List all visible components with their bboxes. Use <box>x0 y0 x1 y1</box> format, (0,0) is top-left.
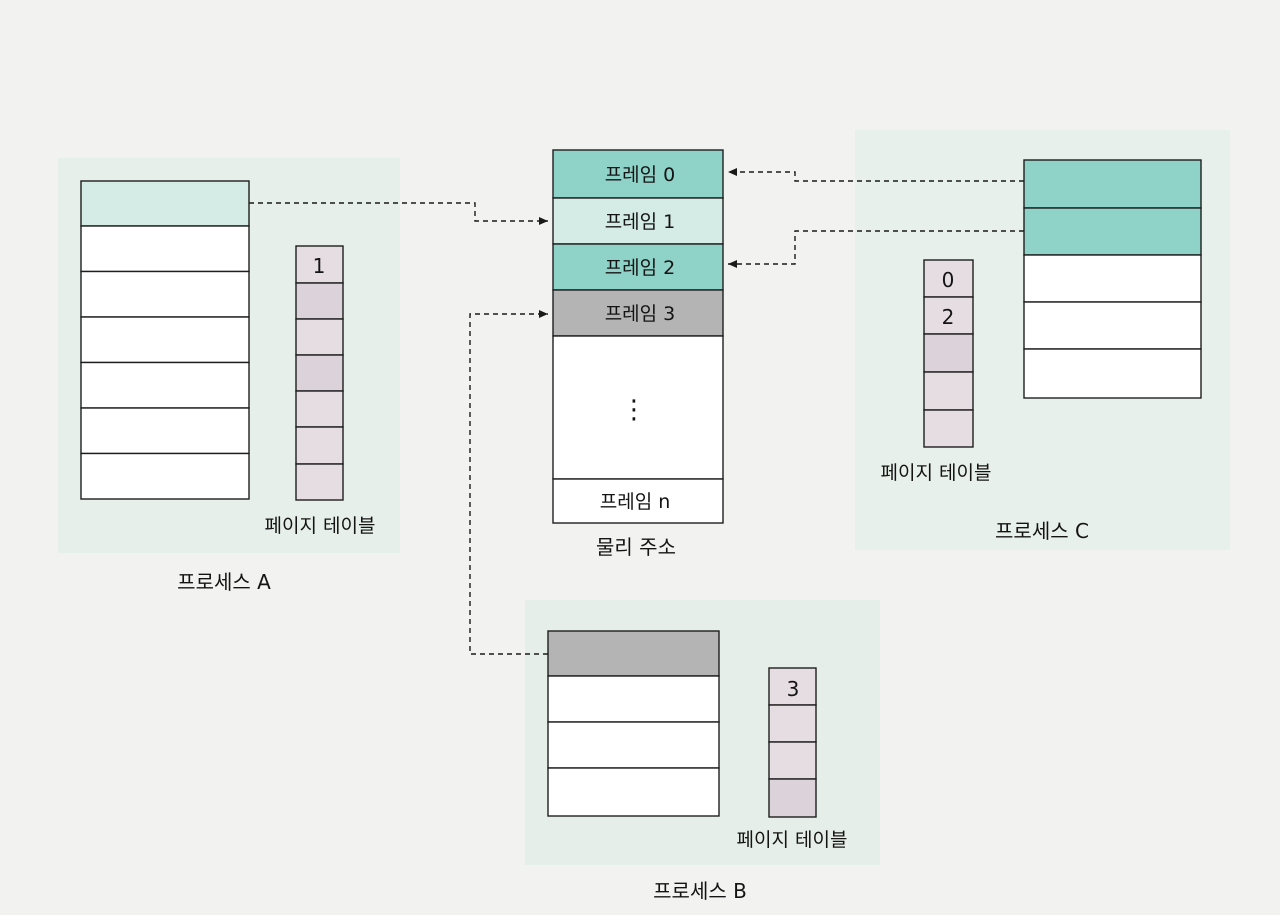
process-a-table-label: 페이지 테이블 <box>265 515 376 537</box>
process-b-page-2 <box>547 721 720 769</box>
process-c-page-2 <box>1023 254 1202 303</box>
frame-label-n: 프레임 n <box>600 491 671 513</box>
process-c-table-row-4 <box>923 409 974 448</box>
process-b-label: 프로세스 B <box>653 879 747 903</box>
arrow-b-to-frame-3 <box>469 310 548 655</box>
process-a-label: 프로세스 A <box>177 570 271 594</box>
process-c-label: 프로세스 C <box>995 519 1089 543</box>
frame-ellipsis: ⋮ <box>621 395 647 425</box>
process-a-table-row-0 <box>295 245 344 284</box>
process-b-table-row-2 <box>768 741 817 780</box>
arrow-a-to-frame-1 <box>249 202 548 225</box>
process-c-table-row-1 <box>923 296 974 335</box>
frame-cell-n <box>552 478 724 524</box>
process-a-page-5 <box>80 407 250 455</box>
process-a-table-row-1 <box>295 282 344 320</box>
process-a-page-6 <box>80 452 250 500</box>
process-c-table-label: 페이지 테이블 <box>881 462 992 484</box>
process-a-page-1 <box>80 225 250 273</box>
process-a-table-row-3 <box>295 354 344 392</box>
frame-label-3: 프레임 3 <box>605 303 676 325</box>
process-a-page-0 <box>80 180 250 227</box>
process-a-table-row-5 <box>295 426 344 465</box>
process-b-page-0 <box>547 630 720 677</box>
arrow-c-to-frame-2 <box>728 230 1024 268</box>
process-c: 0 2 페이지 테이블 프로세스 C <box>881 159 1202 543</box>
process-b-table-entry-0: 3 <box>787 677 800 701</box>
process-a-page-2 <box>80 270 250 318</box>
process-c-page-0 <box>1023 159 1202 209</box>
process-c-table-row-3 <box>923 371 974 411</box>
physical-memory: 프레임 0 프레임 1 프레임 2 프레임 3 ⋮ 프레임 n 물리 주소 <box>552 149 724 559</box>
process-a-table-row-6 <box>295 463 344 501</box>
process-b-table-label: 페이지 테이블 <box>737 829 848 851</box>
process-a: 1 페이지 테이블 프로세스 A <box>80 180 376 594</box>
process-c-table-row-0 <box>923 259 974 298</box>
process-b-table-row-1 <box>768 704 817 743</box>
process-c-page-3 <box>1023 301 1202 350</box>
frame-cell-0 <box>552 149 724 199</box>
process-b-page-3 <box>547 767 720 817</box>
frame-label-0: 프레임 0 <box>605 164 676 186</box>
process-b-table-row-0 <box>768 667 817 706</box>
process-b-page-1 <box>547 675 720 723</box>
process-a-page-4 <box>80 361 250 409</box>
physical-memory-label: 물리 주소 <box>596 535 676 559</box>
frame-label-2: 프레임 2 <box>605 257 676 279</box>
mapping-arrows <box>249 168 1024 655</box>
arrow-c-to-frame-0 <box>728 168 1024 182</box>
process-c-page-4 <box>1023 348 1202 399</box>
process-c-table-entry-0: 0 <box>942 268 955 292</box>
process-a-table-row-4 <box>295 390 344 428</box>
frame-label-1: 프레임 1 <box>605 211 676 233</box>
process-b-table-row-3 <box>768 778 817 818</box>
process-b: 3 페이지 테이블 프로세스 B <box>547 630 848 903</box>
process-c-table-row-2 <box>923 333 974 373</box>
process-c-table-entry-1: 2 <box>942 305 955 329</box>
process-a-page-3 <box>80 316 250 364</box>
process-a-table-row-2 <box>295 318 344 356</box>
process-c-page-1 <box>1023 207 1202 256</box>
process-a-table-entry-0: 1 <box>313 254 326 278</box>
